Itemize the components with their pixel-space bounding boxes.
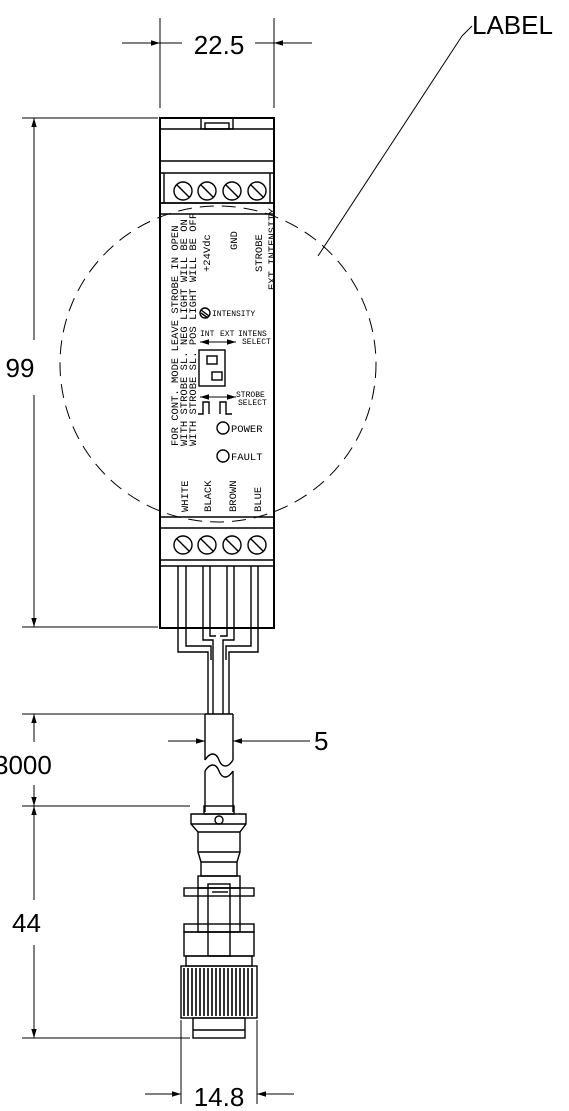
dimension-height-body-value: 99 [6,353,35,383]
power-led-icon [216,421,230,435]
wire-brown: BROWN [228,480,240,512]
intens-select-label-1: INTENS [238,330,267,339]
dimension-connector-width-value: 14.8 [194,1082,245,1111]
wire-black: BLACK [203,480,215,512]
din-module [159,117,275,629]
power-label: POWER [231,424,263,436]
fault-led-icon [216,449,230,463]
knurled-nut [183,968,253,1016]
strobe-select-label-2: SELECT [238,399,267,408]
dimension-cable-length-value: 3000 [0,750,52,780]
terminal-ext-intensity: EXT INTENSITY [267,207,279,290]
label-callout-text: LABEL [472,10,553,40]
switch-ext-label: EXT [220,330,235,339]
intens-select-label-2: SELECT [242,338,271,347]
label-panel: FOR CONT. MODE LEAVE STROBE IN OPEN WITH… [170,207,279,512]
wire-blue: BLUE [253,487,265,512]
intensity-knob [199,307,211,319]
switch-int-label: INT [200,330,215,339]
dimension-cable-diameter-value: 5 [314,726,328,756]
panel-note-2: WITH STROBE SL. NEG LIGHT WILL BE ON [179,219,191,446]
intensity-label: INTENSITY [212,310,255,319]
dimension-width-top: 22.5 [122,18,312,108]
terminal-strobe: STROBE [254,234,266,272]
label-callout: LABEL [317,10,553,257]
bottom-screw-terminals [173,535,267,555]
dimension-cable-length: 3000 [0,713,205,807]
fault-label: FAULT [231,452,263,464]
strobe-select-label-1: STROBE [236,391,265,400]
intens-select-switch [198,349,226,387]
panel-note-1: FOR CONT. MODE LEAVE STROBE IN OPEN [170,225,182,446]
top-screw-terminals [173,181,267,201]
dimension-height-body: 99 [6,117,158,628]
label-area-outline [59,205,377,523]
dimension-connector-width: 14.8 [145,1020,294,1111]
dimension-cable-diameter: 5 [168,726,328,756]
strobe-pulse-icon [198,401,232,415]
m12-connector [180,805,258,1039]
wire-harness [177,628,259,714]
dimension-connector-height-value: 44 [12,908,41,938]
cable [204,713,234,812]
panel-note-3: WITH STROBE SL. POS LIGHT WILL BE OFF [188,213,200,446]
dimension-connector-height: 44 [12,806,190,1039]
wire-white: WHITE [180,480,192,512]
terminal-gnd: GND [229,231,241,250]
dimension-width-top-value: 22.5 [194,30,245,60]
terminal-24vdc: +24Vdc [202,234,214,272]
